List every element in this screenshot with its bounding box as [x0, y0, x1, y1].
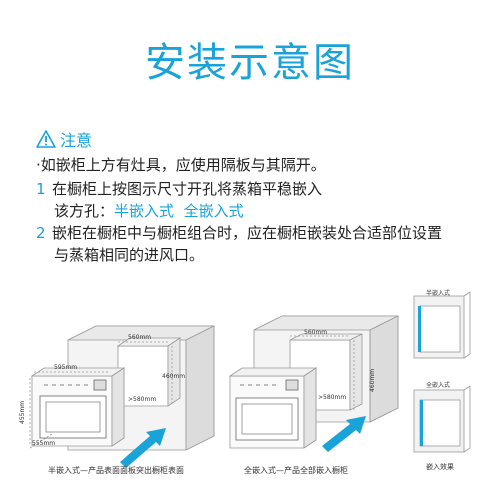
effect-half-label: 半嵌入式	[426, 290, 451, 297]
full-embedded-caption: 全嵌入式—产品全部嵌入橱柜	[244, 466, 348, 475]
full-top-width-label: 560mm	[304, 329, 328, 336]
warning-icon	[36, 130, 56, 148]
notice-item-1-cont: 该方孔：半嵌入式 全嵌入式	[54, 200, 244, 222]
item-text: 嵌柜在橱柜中与橱柜组合时，应在橱柜嵌装处合适部位设置	[52, 224, 443, 242]
page-title: 安装示意图	[145, 40, 355, 86]
notice-heading: 注意	[36, 127, 92, 151]
notice-item-1: 1 在橱柜上按图示尺寸开孔将蒸箱平稳嵌入	[36, 178, 322, 200]
half-oven-height-label: 455mm	[19, 400, 26, 424]
half-depth-label: >580mm	[128, 396, 157, 403]
half-top-width-label: 560mm	[128, 334, 152, 341]
item-number: 2	[36, 224, 46, 242]
notice-item-2: 2 嵌柜在橱柜中与橱柜组合时，应在橱柜嵌装处合适部位设置	[36, 222, 442, 244]
half-side-height-label: 460mm	[162, 373, 186, 380]
half-embedded-caption: 半嵌入式—产品表面面板突出橱柜表面	[48, 466, 184, 475]
half-oven-depth-label: 555mm	[32, 440, 56, 447]
embed-effect-caption: 嵌入效果	[426, 463, 454, 471]
item-number: 1	[36, 180, 46, 198]
notice-bullet: ·如嵌柜上方有灶具，应使用隔板与其隔开。	[36, 156, 326, 174]
full-side-height-label: 460mm	[369, 368, 376, 392]
notice-label: 注意	[60, 131, 93, 150]
full-depth-label: >580mm	[318, 394, 347, 401]
half-oven-width-label: 595mm	[54, 364, 78, 371]
effect-full-label: 全嵌入式	[426, 382, 451, 389]
half-embedded-illustration	[29, 325, 215, 468]
option-full-embedded: 全嵌入式	[183, 202, 244, 220]
option-half-embedded: 半嵌入式	[114, 202, 175, 220]
notice-item-2-cont: 与蒸箱相同的进风口。	[54, 246, 205, 264]
item-text: 该方孔：	[54, 202, 115, 220]
item-text: 在橱柜上按图示尺寸开孔将蒸箱平稳嵌入	[52, 180, 323, 198]
embed-effect-illustration	[413, 291, 471, 453]
full-embedded-illustration	[228, 315, 399, 452]
